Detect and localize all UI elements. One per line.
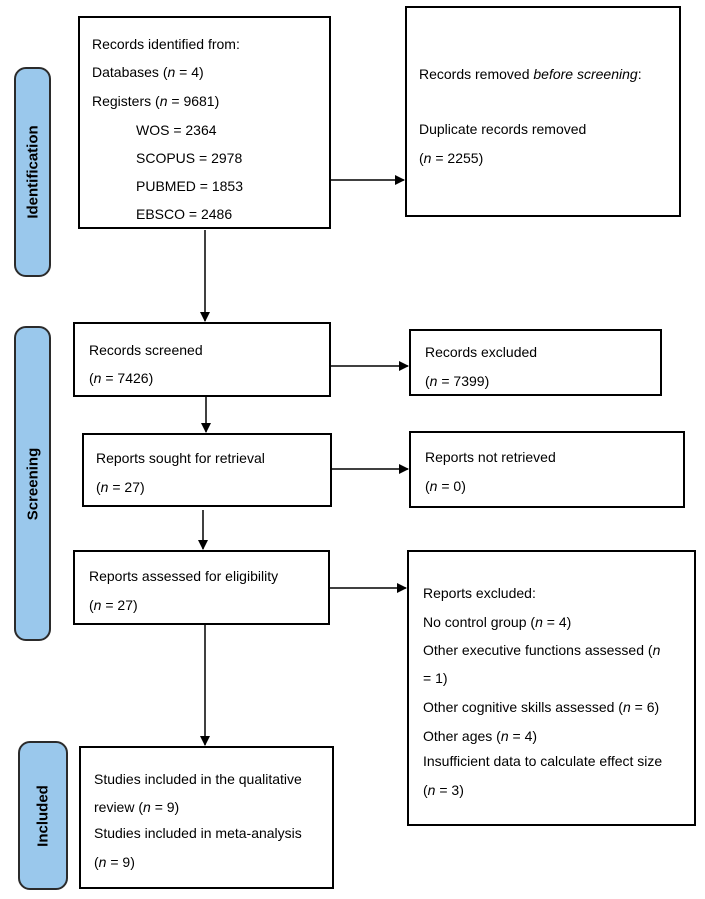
records-removed-box: Records removed before screening: Duplic… xyxy=(405,6,681,217)
reports-excluded-title: Reports excluded: xyxy=(423,585,536,601)
included-meta-analysis-label: Studies included in meta-analysis xyxy=(94,825,302,841)
source-pubmed: PUBMED = 1853 xyxy=(136,178,243,194)
duplicate-records-label: Duplicate records removed xyxy=(419,121,587,137)
source-ebsco: EBSCO = 2486 xyxy=(136,206,233,222)
reason-other-executive-functions: Other executive functions assessed (n xyxy=(423,642,661,658)
source-scopus: SCOPUS = 2978 xyxy=(136,150,243,166)
records-excluded-count: (n = 7399) xyxy=(425,373,490,389)
phase-screening: Screening xyxy=(14,326,51,641)
reports-not-retrieved-count: (n = 0) xyxy=(425,478,466,494)
reports-sought-box: Reports sought for retrieval (n = 27) xyxy=(82,433,332,507)
registers-count: Registers (n = 9681) xyxy=(92,93,220,109)
reports-not-retrieved-box: Reports not retrieved (n = 0) xyxy=(409,431,685,508)
reason-other-cognitive-skills: Other cognitive skills assessed (n = 6) xyxy=(423,699,660,715)
records-excluded-box: Records excluded (n = 7399) xyxy=(409,329,662,396)
records-identified-box: Records identified from: Databases (n = … xyxy=(78,16,331,229)
records-screened-box: Records screened (n = 7426) xyxy=(73,322,331,397)
reports-assessed-count: (n = 27) xyxy=(89,597,138,613)
reports-sought-title: Reports sought for retrieval xyxy=(96,450,265,466)
reason-no-control-group: No control group (n = 4) xyxy=(423,614,572,630)
reports-assessed-title: Reports assessed for eligibility xyxy=(89,568,279,584)
reports-excluded-box: Reports excluded: No control group (n = … xyxy=(407,550,696,826)
source-wos: WOS = 2364 xyxy=(136,122,217,138)
included-qualitative-count: review (n = 9) xyxy=(94,799,180,815)
records-excluded-title: Records excluded xyxy=(425,344,538,360)
reason-other-executive-functions-count: = 1) xyxy=(423,670,448,686)
reason-insufficient-data: Insufficient data to calculate effect si… xyxy=(423,753,663,769)
phase-identification: Identification xyxy=(14,67,51,277)
reason-insufficient-data-count: (n = 3) xyxy=(423,782,464,798)
records-screened-count: (n = 7426) xyxy=(89,370,154,386)
phase-included: Included xyxy=(18,741,68,890)
included-meta-analysis-count: (n = 9) xyxy=(94,854,135,870)
reports-assessed-box: Reports assessed for eligibility (n = 27… xyxy=(73,550,330,625)
records-removed-title: Records removed before screening: xyxy=(419,66,642,82)
records-screened-title: Records screened xyxy=(89,342,203,358)
reports-sought-count: (n = 27) xyxy=(96,479,145,495)
reason-other-ages: Other ages (n = 4) xyxy=(423,728,538,744)
reports-not-retrieved-title: Reports not retrieved xyxy=(425,449,556,465)
studies-included-box: Studies included in the qualitative revi… xyxy=(79,746,334,889)
records-identified-title: Records identified from: xyxy=(92,36,240,52)
included-qualitative-label: Studies included in the qualitative xyxy=(94,771,302,787)
databases-count: Databases (n = 4) xyxy=(92,64,204,80)
duplicate-records-count: (n = 2255) xyxy=(419,150,484,166)
